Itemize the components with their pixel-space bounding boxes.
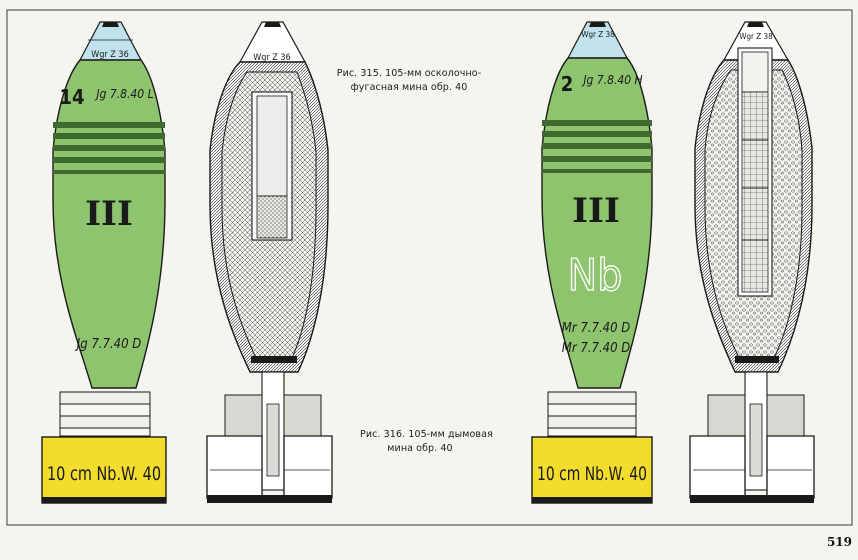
smoke-type-letters: Nb xyxy=(568,250,623,301)
filling-date-2: Mr 7.7.40 D xyxy=(562,341,631,356)
fuze-label: Wgr Z 38 xyxy=(581,30,615,39)
date-marking: Jg 7.8.40 L xyxy=(94,87,153,101)
smoke-mortar-bomb-exterior xyxy=(531,21,653,504)
smoke-mortar-bomb-section xyxy=(689,21,815,503)
figure-caption-316: Рис. 316. 105-мм дымовая мина обр. 40 xyxy=(360,428,493,456)
plate-frame xyxy=(6,9,853,526)
fuze-label: Wgr Z 38 xyxy=(739,32,773,41)
he-mortar-bomb-exterior xyxy=(41,21,167,504)
figure-caption-315: Рис. 315. 105-мм осколочно- фугасная мин… xyxy=(334,67,484,95)
caption-line: мина обр. 40 xyxy=(387,443,453,454)
roman-numeral: III xyxy=(85,194,133,234)
caption-line: Рис. 316. 105-мм дымовая xyxy=(360,429,493,440)
page-number: 519 xyxy=(826,535,852,549)
filling-date-1: Mr 7.7.40 D xyxy=(562,321,631,336)
lot-number: 2 xyxy=(561,72,574,96)
roman-numeral: III xyxy=(572,191,620,231)
he-mortar-bomb-section xyxy=(206,21,333,503)
caption-line: фугасная мина обр. 40 xyxy=(350,82,468,93)
fuze-label: Wgr Z 36 xyxy=(253,53,290,63)
filling-date: Jg 7.7.40 D xyxy=(75,337,142,352)
base-designation: 10 cm Nb.W. 40 xyxy=(537,463,647,485)
base-designation: 10 cm Nb.W. 40 xyxy=(47,463,161,485)
lot-number: 14 xyxy=(59,85,84,109)
caption-line: Рис. 315. 105-мм осколочно- xyxy=(336,68,482,79)
date-marking: Jg 7.8.40 H xyxy=(581,73,642,87)
fuze-label: Wgr Z 36 xyxy=(91,50,128,60)
